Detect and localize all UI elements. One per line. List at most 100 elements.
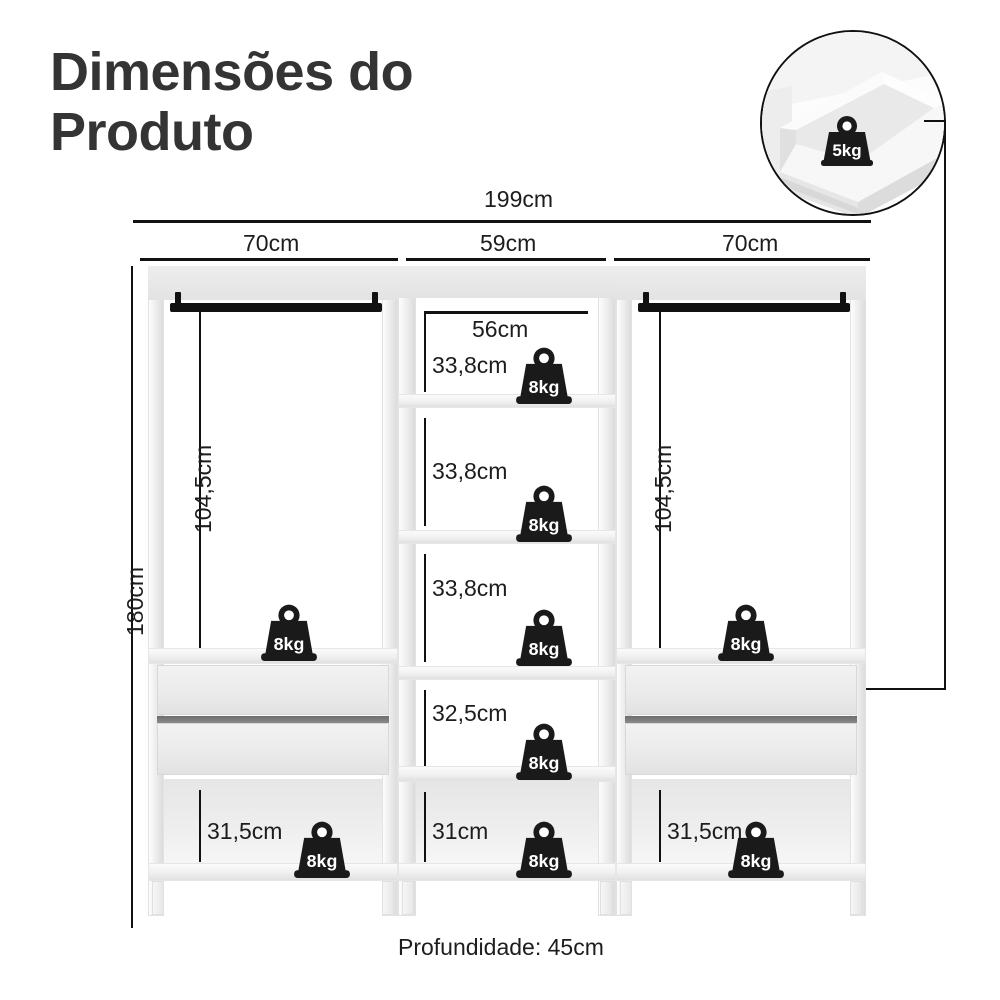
left-column-leg-left: [152, 881, 164, 915]
right-column-left-panel: [616, 266, 632, 916]
left-column-right-panel: [382, 266, 398, 916]
dimension-rule-overall-height: [131, 266, 133, 928]
dimension-rule-center-shelf-1: [424, 320, 426, 392]
right-column-right-panel: [850, 266, 866, 916]
weight-icon-center-bottom-label: 8kg: [529, 851, 560, 871]
dimension-rule-left-hang-height: [199, 312, 201, 648]
weight-icon-center-shelf-2-svg: 8kg: [516, 485, 572, 542]
right-rod-bracket-start: [643, 292, 649, 312]
weight-icon-left-bottom: 8kg: [288, 820, 356, 878]
dimension-rule-center-inner-width: [424, 311, 588, 314]
dimension-center-shelf-5: 31cm: [432, 818, 489, 844]
right-drawer-divider: [625, 716, 857, 723]
left-column-bottom-shelf: [148, 863, 398, 881]
right-column-leg-left: [620, 881, 632, 915]
page-title: Dimensões do Produto: [50, 42, 520, 163]
left-drawer-upper[interactable]: [157, 665, 389, 715]
center-shelf-cavity-1: [416, 298, 598, 394]
right-rod-bracket-end: [840, 292, 846, 312]
dimension-overall-width: 199cm: [484, 186, 554, 212]
right-hanging-rod: [638, 303, 850, 312]
dimension-right-width: 70cm: [722, 230, 779, 256]
callout-leader-horizontal-top: [924, 120, 946, 122]
dimension-center-shelf-2: 33,8cm: [432, 458, 508, 484]
weight-icon-5kg: 5kg: [817, 114, 877, 166]
weight-icon-center-shelf-4-svg: 8kg: [516, 723, 572, 780]
page-title-line-2: Produto: [50, 102, 254, 163]
dimension-tick-center-inner-width: [424, 311, 426, 325]
center-shelf-cavity-5: [416, 782, 598, 864]
right-column-top-shelf: [616, 266, 866, 300]
dimension-rule-center-shelf-5: [424, 792, 426, 862]
weight-icon-right-shelf-label: 8kg: [731, 634, 762, 654]
center-column-top-shelf: [398, 266, 616, 298]
weight-icon-5kg-label: 5kg: [832, 141, 861, 160]
weight-icon-center-bottom: 8kg: [510, 820, 578, 878]
center-column-left-panel: [398, 266, 416, 916]
left-hanging-rod: [170, 303, 382, 312]
weight-icon-right-bottom: 8kg: [722, 820, 790, 878]
dimension-rule-left-bottom-height: [199, 790, 201, 862]
left-drawer-lower[interactable]: [157, 723, 389, 775]
center-shelf-cavity-3: [416, 544, 598, 666]
left-drawer-divider: [157, 716, 389, 723]
weight-icon-center-shelf-4-label: 8kg: [529, 753, 560, 773]
dimension-rule-center-shelf-3: [424, 554, 426, 662]
left-column-top-shelf: [148, 266, 398, 300]
weight-icon-left-shelf: 8kg: [255, 603, 323, 661]
weight-icon-center-shelf-3-svg: 8kg: [516, 609, 572, 666]
dimension-left-bottom-height: 31,5cm: [207, 818, 283, 844]
weight-icon-center-shelf-4: 8kg: [510, 722, 578, 780]
weight-icon-center-shelf-3-label: 8kg: [529, 639, 560, 659]
left-rod-bracket-end: [372, 292, 378, 312]
dimension-rule-center-width: [406, 258, 606, 261]
center-shelf-1: [398, 394, 616, 408]
dimension-rule-right-width: [614, 258, 870, 261]
left-column-left-panel: [148, 266, 164, 916]
center-column-leg-right: [600, 881, 612, 915]
callout-leader-horizontal-bottom: [795, 688, 946, 690]
weight-icon-left-bottom-svg: 8kg: [294, 821, 350, 878]
dimension-rule-center-shelf-4: [424, 690, 426, 766]
weight-icon-center-shelf-2: 8kg: [510, 484, 578, 542]
center-column-right-panel: [598, 266, 616, 916]
center-column-bottom-shelf: [398, 863, 616, 881]
center-column-leg-left: [402, 881, 414, 915]
weight-icon-center-shelf-1-svg: 8kg: [516, 347, 572, 404]
right-column-leg-right: [850, 881, 862, 915]
right-drawer-lower[interactable]: [625, 723, 857, 775]
weight-icon-center-shelf-1: 8kg: [510, 346, 578, 404]
weight-icon-center-bottom-svg: 8kg: [516, 821, 572, 878]
callout-leader-vertical: [944, 120, 946, 690]
dimension-left-width: 70cm: [243, 230, 300, 256]
dimension-rule-overall-width: [133, 220, 871, 223]
dimension-rule-right-hang-height: [659, 312, 661, 648]
dimension-center-inner-width: 56cm: [472, 316, 529, 342]
page-title-line-1: Dimensões do: [50, 42, 414, 102]
dimension-right-hang-height: 104,5cm: [650, 444, 676, 533]
dimension-center-shelf-1: 33,8cm: [432, 352, 508, 378]
weight-icon-right-shelf-svg: 8kg: [718, 604, 774, 661]
center-shelf-4: [398, 766, 616, 782]
weight-icon-center-shelf-3: 8kg: [510, 608, 578, 666]
dimension-rule-left-width: [140, 258, 398, 261]
dimension-right-bottom-height: 31,5cm: [667, 818, 743, 844]
center-shelf-3: [398, 666, 616, 680]
weight-icon-center-shelf-2-label: 8kg: [529, 515, 560, 535]
weight-icon-left-shelf-svg: 8kg: [261, 604, 317, 661]
drawer-detail-inset: 5kg: [760, 30, 946, 216]
right-drawer-upper[interactable]: [625, 665, 857, 715]
center-shelf-cavity-4: [416, 680, 598, 778]
weight-icon-right-bottom-label: 8kg: [741, 851, 772, 871]
dimension-center-shelf-3: 33,8cm: [432, 575, 508, 601]
right-column-hang-cavity: [632, 300, 850, 648]
dimension-left-hang-height: 104,5cm: [190, 444, 216, 533]
dimension-rule-center-shelf-2: [424, 418, 426, 526]
weight-icon-right-shelf: 8kg: [712, 603, 780, 661]
left-rod-bracket-start: [175, 292, 181, 312]
weight-icon-center-shelf-1-label: 8kg: [529, 377, 560, 397]
weight-icon-left-bottom-label: 8kg: [307, 851, 338, 871]
dimension-rule-right-bottom-height: [659, 790, 661, 862]
